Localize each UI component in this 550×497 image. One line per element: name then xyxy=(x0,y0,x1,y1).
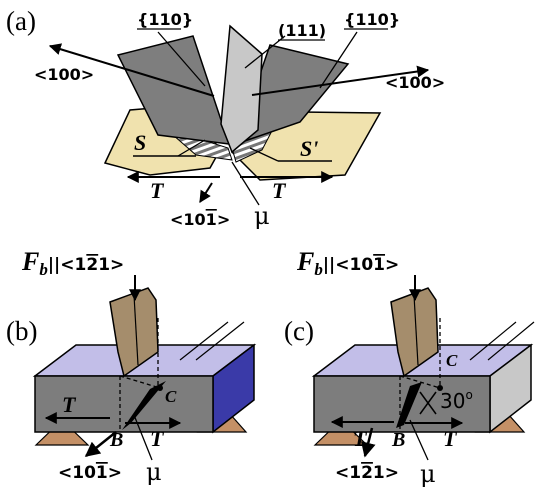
plane-111 xyxy=(220,24,263,154)
panel-a-label: (a) xyxy=(6,6,36,36)
dir-label-c: <121> xyxy=(335,463,399,483)
tension-left-label-b: T xyxy=(62,392,77,417)
indenter-b xyxy=(109,287,159,378)
mu-leader-a xyxy=(231,161,260,206)
dir-100-right-arrow xyxy=(251,65,430,96)
dir-label-b: <101> xyxy=(58,463,122,483)
block-front-c xyxy=(313,375,491,433)
surface-s-prime-leader xyxy=(249,147,279,162)
surface-s-prime-label: S' xyxy=(300,136,318,161)
surface-s-leader xyxy=(177,139,206,157)
notch-line-1-b xyxy=(179,321,229,361)
tension-left-label-c: T xyxy=(353,426,368,451)
panel-a: (a) {110} (111) {110} <100> <100> S S' xyxy=(6,6,445,230)
dir-arrow-c xyxy=(360,427,376,458)
tension-right-label-c: T xyxy=(443,426,458,451)
point-c-b: C xyxy=(165,387,177,406)
point-c-dot-c xyxy=(437,385,443,391)
mu-label-a: μ xyxy=(254,202,270,230)
label-100-left: <100> xyxy=(34,65,94,84)
notch-line-1-c xyxy=(469,321,517,361)
angle-label-c: 30o xyxy=(440,388,473,413)
tension-left-label: T xyxy=(150,178,165,203)
surface-s-label: S xyxy=(134,130,146,155)
mu-label-b: μ xyxy=(146,458,162,486)
panel-c: (c) Fb||<101> C 30o T T B xyxy=(284,247,535,488)
point-c-dot-b xyxy=(157,385,163,391)
force-b-label: Fb||<121> xyxy=(21,247,124,279)
tension-right-label: T xyxy=(272,178,287,203)
indenter-c xyxy=(390,287,439,378)
panel-b: (b) Fb||<121> C T T B <101> xyxy=(6,247,257,486)
leader-111 xyxy=(244,35,286,69)
mu-label-c: μ xyxy=(420,460,436,488)
panel-b-label: (b) xyxy=(6,316,37,346)
indenter-edge-c xyxy=(413,294,419,366)
panel-c-label: (c) xyxy=(284,316,314,346)
force-c-label: Fb||<101> xyxy=(296,247,399,279)
tension-right-label-b: T xyxy=(150,426,165,451)
dir-arrow-b xyxy=(84,431,117,457)
indenter-edge-b xyxy=(133,294,139,366)
point-b-c: B xyxy=(391,429,405,451)
mu-leader-b xyxy=(133,414,153,461)
label-111: (111) xyxy=(278,21,326,40)
notch-line-2-c xyxy=(487,321,535,361)
crack-c xyxy=(396,382,422,428)
leader-110-right xyxy=(319,31,358,89)
point-c-c: C xyxy=(446,351,458,370)
label-110-right: {110} xyxy=(344,10,400,29)
notch-line-2-b xyxy=(195,321,245,361)
mu-leader-c xyxy=(409,419,429,461)
label-110-left: {110} xyxy=(137,10,193,29)
crack-b xyxy=(122,381,166,430)
burgers-label: <101> xyxy=(170,210,230,229)
label-100-right: <100> xyxy=(385,73,445,92)
leader-110-left xyxy=(157,31,206,87)
burgers-arrow xyxy=(199,182,213,204)
angle-line-2-c xyxy=(419,391,437,415)
dir-100-left-arrow xyxy=(48,43,215,97)
